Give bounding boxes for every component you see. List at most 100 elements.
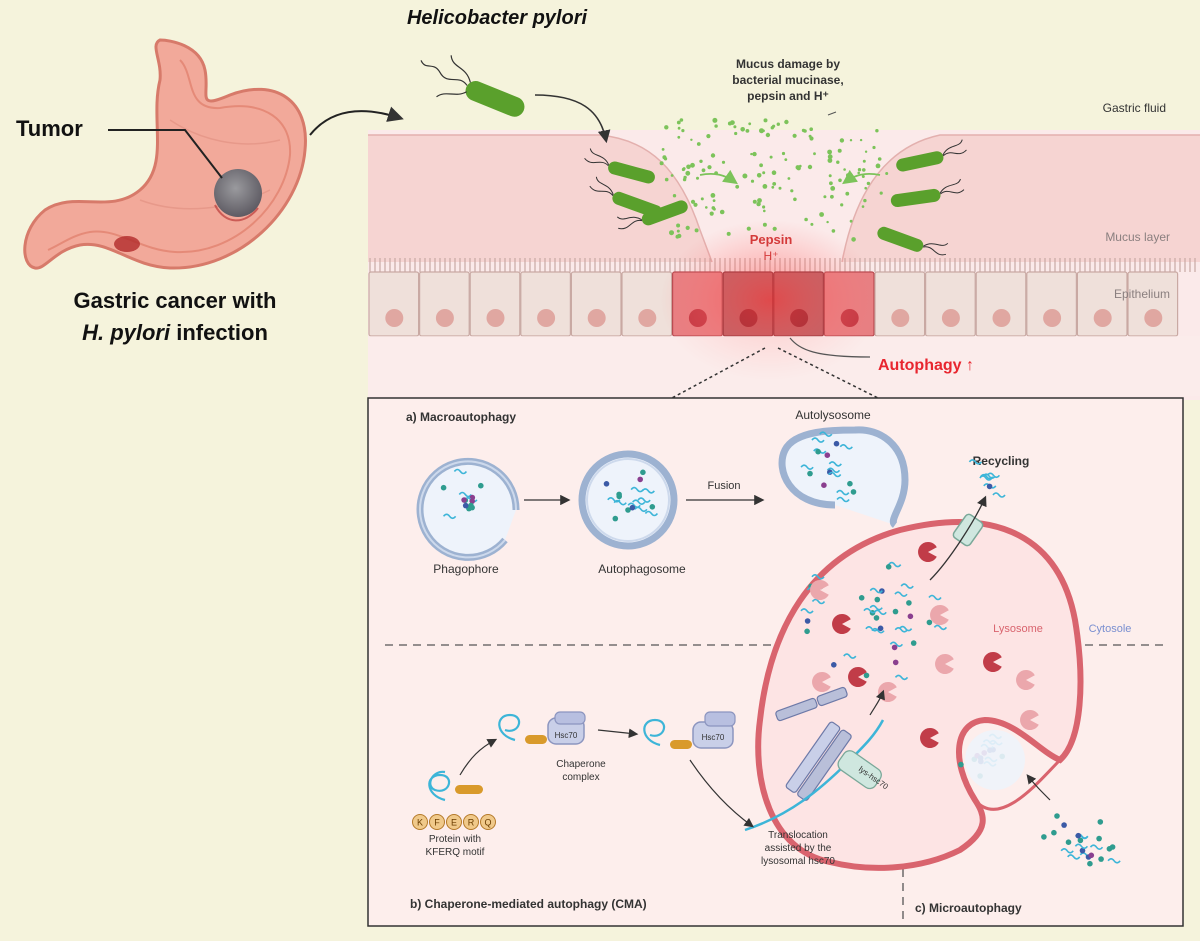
mucus-dot xyxy=(845,191,850,196)
cargo-fragment xyxy=(871,627,885,634)
cargo-fragment xyxy=(811,437,825,443)
cargo-fragment xyxy=(1074,843,1089,850)
tumor-pointer-line xyxy=(108,129,223,179)
mucus-dot xyxy=(849,139,853,142)
mucus-dot xyxy=(677,126,681,130)
cargo-fragment xyxy=(869,587,883,594)
mucus-dot xyxy=(864,150,868,153)
kferq-residue xyxy=(463,814,479,830)
cargo-molecule xyxy=(877,625,884,632)
stomach-to-mucosa-arrow xyxy=(309,106,404,136)
mucus-dot xyxy=(701,168,706,173)
mucus-damage-tick xyxy=(827,111,837,116)
mucus-dot xyxy=(746,226,751,231)
mucus-dot xyxy=(831,229,836,233)
mucus-dot xyxy=(734,131,738,136)
cargo-fragment xyxy=(828,471,842,478)
mucus-dot xyxy=(750,152,753,156)
cargo-molecule xyxy=(1077,837,1084,844)
cargo-fragment xyxy=(453,468,468,475)
cargo-molecule xyxy=(906,600,912,606)
mucus-dot xyxy=(670,174,674,177)
cargo-molecule xyxy=(1088,852,1095,859)
cargo-molecule xyxy=(804,618,811,624)
mucus-dot xyxy=(875,163,881,169)
mucus-damage-line-2: bacterial mucinase, xyxy=(732,73,843,87)
cargo-molecule xyxy=(461,497,467,503)
cargo-molecule xyxy=(616,491,622,498)
kferq-residue xyxy=(412,814,428,830)
mucus-dot xyxy=(771,170,777,175)
mucus-dot xyxy=(879,191,883,195)
mucus-dot xyxy=(694,228,699,233)
cargo-fragment xyxy=(894,674,909,681)
cargo-fragment xyxy=(898,625,913,632)
autolysosome-icon xyxy=(778,426,909,528)
macro-title: a) Macroautophagy xyxy=(406,410,516,424)
cargo-fragment xyxy=(869,604,883,611)
protein-label-line1: Protein with xyxy=(429,834,481,845)
mucus-dot xyxy=(685,170,691,176)
cell-nucleus xyxy=(992,309,1011,327)
cargo-molecule xyxy=(649,504,656,510)
cargo-molecule xyxy=(1041,834,1047,840)
mucus-dot xyxy=(696,176,699,180)
cargo-molecule xyxy=(804,628,810,635)
mucus-dot xyxy=(772,182,777,186)
cargo-molecule xyxy=(1106,846,1113,852)
cargo-fragment xyxy=(1067,854,1081,860)
mucus-dot xyxy=(762,222,767,227)
micro-arrow xyxy=(1026,774,1051,801)
caption-italic-species: H. pylori xyxy=(82,320,171,345)
mucus-dot xyxy=(714,124,718,128)
mucus-dot xyxy=(828,174,832,178)
cargo-fragment xyxy=(828,461,842,467)
cargo-molecule xyxy=(469,504,475,511)
kferq-protein-icon xyxy=(428,770,483,802)
micro-title: c) Microautophagy xyxy=(915,901,1022,915)
mucus-dot xyxy=(672,194,677,198)
mucus-dot xyxy=(784,119,789,125)
mucus-dot xyxy=(726,231,731,236)
bacterium-arrow xyxy=(534,94,611,144)
hsc70-label-2: Hsc70 xyxy=(702,733,725,742)
kferq-residue xyxy=(480,814,496,830)
kferq-residue-letter: R xyxy=(468,818,475,828)
cargo-fragment xyxy=(458,491,472,498)
mucus-dot xyxy=(748,122,752,126)
mucus-dot xyxy=(664,177,669,182)
cell-nucleus xyxy=(486,309,505,327)
mucus-dot xyxy=(862,168,866,172)
hydrolase xyxy=(918,542,937,562)
cargo-molecule xyxy=(850,489,857,495)
mucus-dot xyxy=(677,233,682,239)
cargo-fragment xyxy=(928,594,942,601)
mucus-dot xyxy=(712,117,718,123)
mucus-dot xyxy=(849,219,853,223)
mucus-dot xyxy=(765,132,771,138)
mucus-dot xyxy=(866,181,871,186)
mucus-dot xyxy=(742,173,748,179)
cargo-fragment xyxy=(826,467,841,474)
mucus-dot xyxy=(771,185,775,189)
tumor-label: Tumor xyxy=(16,116,83,141)
hydrolase xyxy=(1016,670,1035,690)
cargo-fragment xyxy=(644,510,659,517)
mucus-dot xyxy=(669,230,674,236)
protein-label-line2: KFERQ motif xyxy=(426,847,485,858)
cargo-fragment xyxy=(839,444,853,450)
cargo-molecule xyxy=(612,515,619,522)
cargo-fragment xyxy=(641,488,655,494)
cargo-fragment xyxy=(1089,844,1104,850)
mucus-dot xyxy=(770,126,774,130)
cargo-fragment xyxy=(933,624,948,631)
fusion-label: Fusion xyxy=(707,480,740,492)
cargo-fragment xyxy=(630,486,644,493)
cargo-molecule xyxy=(469,498,476,504)
cargo-fragment xyxy=(819,431,833,437)
mucus-dot xyxy=(851,237,856,242)
mucus-dot xyxy=(792,133,797,138)
mucus-dot xyxy=(679,118,684,122)
mucus-dot xyxy=(710,153,716,158)
autophagosome-label: Autophagosome xyxy=(598,562,686,576)
